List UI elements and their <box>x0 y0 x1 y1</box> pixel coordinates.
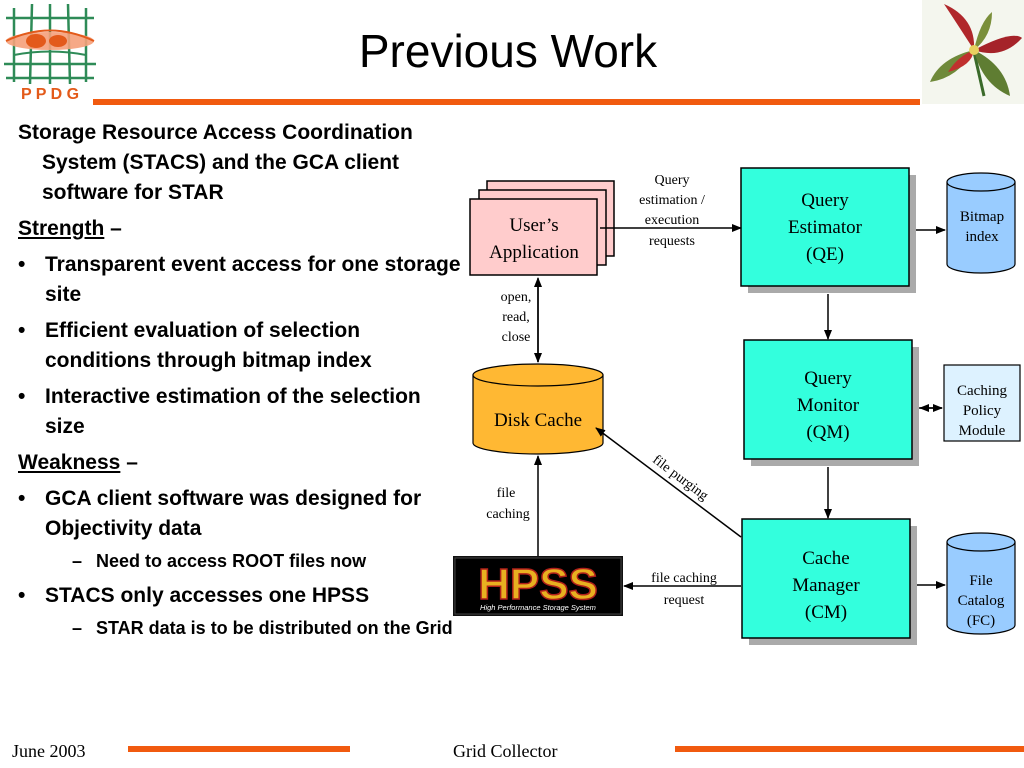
file-catalog-cylinder: File Catalog (FC) <box>946 532 1016 635</box>
list-item-text: STACS only accesses one HPSS <box>45 584 370 607</box>
qm-line3: (QM) <box>806 422 849 443</box>
list-item-text: Interactive estimation of the selection … <box>45 385 421 438</box>
label-line: requests <box>649 234 695 249</box>
label-line: estimation / <box>639 193 705 208</box>
file-purging-label: file purging <box>649 453 710 504</box>
arrow-cm-to-disk <box>595 427 742 538</box>
label-line: Query <box>655 173 690 188</box>
fc-line1: File <box>969 573 993 589</box>
footer-date: June 2003 <box>12 741 86 761</box>
qm-line2: Monitor <box>797 395 860 416</box>
file-caching-request-label: file caching request <box>651 571 717 608</box>
disk-cache-cylinder: Disk Cache <box>472 363 604 455</box>
fc-line2: Catalog <box>958 593 1005 609</box>
open-read-close-label: open, read, close <box>501 290 532 345</box>
page-title: Previous Work <box>358 25 658 77</box>
list-item-text: GCA client software was designed for Obj… <box>45 487 422 540</box>
list-item: •GCA client software was designed for Ob… <box>18 487 422 540</box>
label-line: file <box>497 486 516 501</box>
sub-list-item: –STAR data is to be distributed on the G… <box>72 618 453 638</box>
sub-list-item-text: Need to access ROOT files now <box>96 551 367 571</box>
weakness-heading: Weakness – <box>18 448 463 478</box>
cm-line2: Manager <box>792 575 860 596</box>
qe-line2: Estimator <box>788 217 863 238</box>
strength-label: Strength <box>18 217 105 240</box>
qm-line1: Query <box>804 368 852 389</box>
trillium-flower-icon <box>922 0 1024 104</box>
hpss-logo-text: HPSS <box>478 560 598 609</box>
query-monitor-box: Query Monitor (QM) <box>743 339 919 466</box>
label-line: caching <box>486 507 530 522</box>
list-item-text: Efficient evaluation of selection condit… <box>45 319 372 372</box>
bitmap-line1: Bitmap <box>960 209 1004 225</box>
hpss-logo: HPSS High Performance Storage System <box>453 556 623 616</box>
bitmap-line2: index <box>965 229 999 245</box>
footer-rule-right <box>675 746 1024 752</box>
cm-line3: (CM) <box>805 602 847 623</box>
footer-rule-left <box>128 746 350 752</box>
list-item: •Transparent event access for one storag… <box>18 253 461 306</box>
policy-line2: Policy <box>963 403 1002 419</box>
hpss-subtitle: High Performance Storage System <box>480 603 596 612</box>
label-line: close <box>502 330 531 345</box>
label-line: execution <box>645 213 699 228</box>
weakness-label: Weakness <box>18 451 121 474</box>
strength-heading: Strength – <box>18 214 463 244</box>
users-app-line2: Application <box>489 242 579 263</box>
sub-list-item-text: STAR data is to be distributed on the Gr… <box>96 618 453 638</box>
query-requests-label: Query estimation / execution requests <box>639 173 705 249</box>
sub-list-item: –Need to access ROOT files now <box>72 551 367 571</box>
heading-text: Storage Resource Access Coordination Sys… <box>18 121 413 204</box>
caching-policy-box: Caching Policy Module <box>943 364 1021 442</box>
users-application-box: User’s Application <box>469 180 615 276</box>
file-caching-label: file caching <box>486 486 530 522</box>
weakness-suffix: – <box>120 451 138 474</box>
bitmap-index-cylinder: Bitmap index <box>946 172 1016 274</box>
policy-line3: Module <box>959 423 1006 439</box>
cm-line1: Cache <box>802 548 849 569</box>
disk-cache-label: Disk Cache <box>494 410 582 431</box>
label-line: read, <box>502 310 530 325</box>
qe-line3: (QE) <box>806 244 844 265</box>
title-rule <box>93 99 920 105</box>
label-line: file caching <box>651 571 717 586</box>
cache-manager-box: Cache Manager (CM) <box>741 518 917 645</box>
policy-line1: Caching <box>957 383 1007 399</box>
query-estimator-box: Query Estimator (QE) <box>740 167 916 293</box>
label-line: request <box>664 593 705 608</box>
list-item: •STACS only accesses one HPSS <box>18 584 370 607</box>
users-app-line1: User’s <box>509 215 558 236</box>
qe-line1: Query <box>801 190 849 211</box>
strength-suffix: – <box>104 217 122 240</box>
logo-text: P P D G <box>21 86 79 103</box>
footer-title: Grid Collector <box>453 741 558 761</box>
bullet-list: Storage Resource Access Coordination Sys… <box>18 118 463 642</box>
list-item: •Interactive estimation of the selection… <box>18 385 421 438</box>
ppdg-logo: P P D G <box>4 3 96 103</box>
label-line: open, <box>501 290 532 305</box>
list-item-text: Transparent event access for one storage… <box>45 253 461 306</box>
list-item: •Efficient evaluation of selection condi… <box>18 319 372 372</box>
fc-line3: (FC) <box>967 613 995 629</box>
